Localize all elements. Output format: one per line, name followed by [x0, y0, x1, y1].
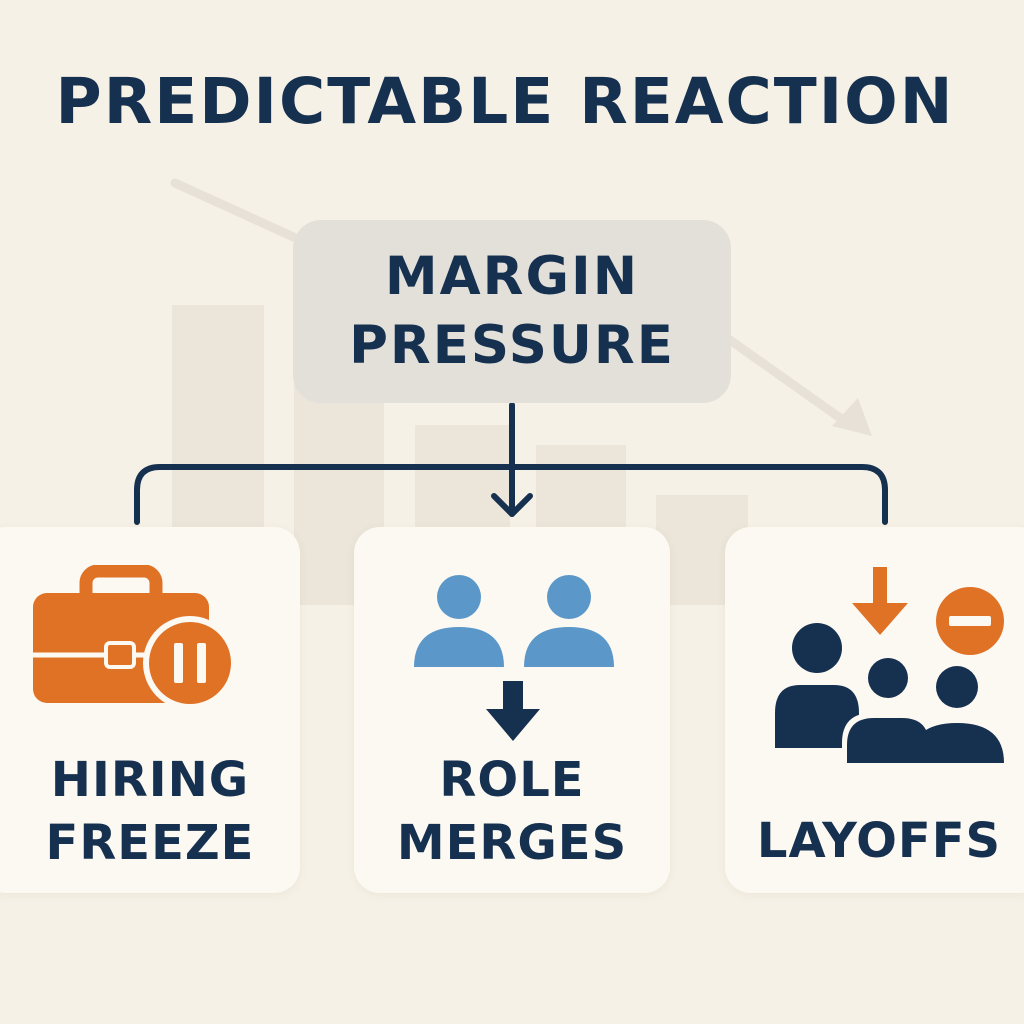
role-merges-label-line-2: MERGES	[396, 815, 628, 872]
hiring-freeze-label-line-1: HIRING	[50, 752, 250, 808]
people-merge-icon	[414, 575, 614, 741]
role-merges-label-line-1: ROLE	[439, 752, 585, 808]
layoffs-label-line-1: LAYOFFS	[756, 813, 1002, 869]
role-merges-label: ROLE MERGES	[354, 749, 670, 876]
people-reduce-icon	[775, 567, 1004, 763]
diagram-title: PREDICTABLE REACTION	[55, 65, 955, 138]
briefcase-pause-icon	[33, 565, 237, 710]
hiring-freeze-label: HIRING FREEZE	[0, 749, 300, 876]
role-merges-card: ROLE MERGES	[354, 527, 670, 893]
hiring-freeze-card: HIRING FREEZE	[0, 527, 300, 893]
root-label-line-1: MARGIN	[384, 245, 640, 307]
root-label-line-2: PRESSURE	[349, 314, 675, 376]
margin-pressure-node: MARGIN PRESSURE	[293, 220, 731, 403]
hiring-freeze-label-line-2: FREEZE	[45, 815, 255, 872]
layoffs-card: LAYOFFS	[725, 527, 1024, 893]
layoffs-label: LAYOFFS	[713, 810, 1024, 873]
